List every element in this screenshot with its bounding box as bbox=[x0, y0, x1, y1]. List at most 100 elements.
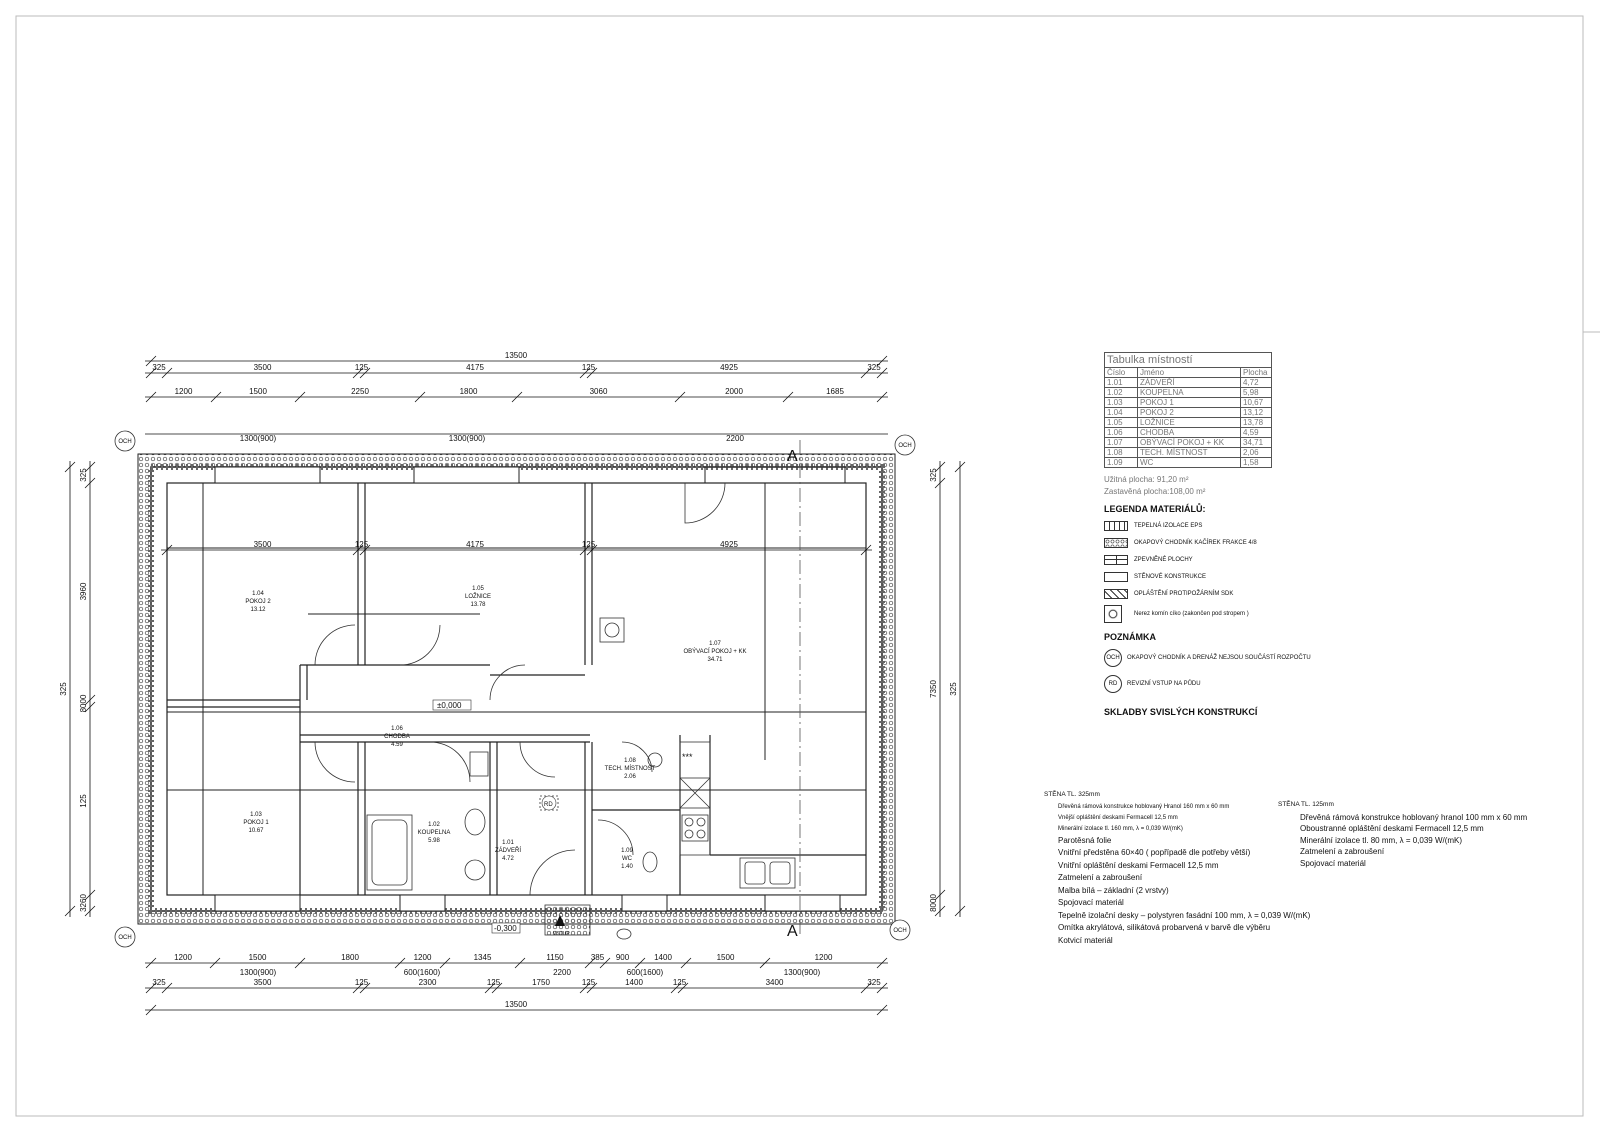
outer-wall bbox=[150, 466, 883, 912]
windows bbox=[214, 466, 846, 912]
room-area-cell: 2,06 bbox=[1240, 447, 1272, 458]
room-number-cell: 1.03 bbox=[1104, 397, 1138, 408]
dimension-label: 125 bbox=[355, 978, 369, 987]
dimension-label: 125 bbox=[673, 978, 687, 987]
dimension-tick bbox=[145, 982, 157, 994]
room-number: 1.03 bbox=[250, 812, 262, 818]
stove bbox=[681, 814, 709, 842]
dimension-tick bbox=[294, 957, 306, 969]
section-mark-top: A bbox=[787, 448, 798, 465]
room-area-cell: 1,58 bbox=[1240, 457, 1272, 468]
window-size-label: 1300(900) bbox=[240, 434, 277, 443]
dimension-tick bbox=[579, 544, 591, 556]
dimension-tick bbox=[934, 889, 946, 901]
dimension-label: 1500 bbox=[717, 953, 735, 962]
materials-legend-title: LEGENDA MATERIÁLŮ: bbox=[1104, 504, 1206, 514]
building bbox=[137, 440, 896, 940]
dimension-tick bbox=[359, 367, 371, 379]
legend-item-label: STĚNOVÉ KONSTRUKCE bbox=[1134, 573, 1207, 580]
room-number: 1.05 bbox=[472, 586, 484, 592]
legend-item-label: OKAPOVÝ CHODNÍK KAČÍREK FRAKCE 4/8 bbox=[1134, 539, 1257, 546]
room-name: CHODBA bbox=[384, 734, 410, 740]
dimension-tick bbox=[294, 391, 306, 403]
col-name: Jméno bbox=[1137, 367, 1241, 378]
rd-marker bbox=[541, 795, 557, 811]
dimension-label: 3260 bbox=[79, 894, 88, 912]
room-number-cell: 1.05 bbox=[1104, 417, 1138, 428]
dimension-label: 2300 bbox=[419, 978, 437, 987]
washbasin bbox=[464, 808, 486, 836]
chimney-swatch bbox=[1104, 605, 1122, 623]
dimension-label: 8000 bbox=[79, 694, 88, 712]
dimension-label: 1800 bbox=[460, 387, 478, 396]
composition-line: Vnitřní opláštění deskami Fermacell 12,5… bbox=[1058, 860, 1219, 870]
composition-line: Vnější opláštění deskami Fermacell 12,5 … bbox=[1058, 814, 1178, 821]
dimension-label: 1400 bbox=[654, 953, 672, 962]
dimension-tick bbox=[876, 355, 888, 367]
room-name-cell: ZÁDVEŘÍ bbox=[1137, 377, 1241, 388]
composition-line: Oboustranné opláštění deskami Fermacell … bbox=[1300, 824, 1484, 833]
room-name-cell: POKOJ 2 bbox=[1137, 407, 1241, 418]
room-name: POKOJ 1 bbox=[243, 820, 269, 826]
dimension-label: 325 bbox=[152, 978, 166, 987]
entry-steps bbox=[544, 904, 591, 936]
dimension-tick bbox=[64, 905, 76, 917]
dimension-label: 325 bbox=[867, 978, 881, 987]
window-size-label: 2200 bbox=[553, 968, 571, 977]
col-area: Plocha bbox=[1240, 367, 1272, 378]
dimension-label: 1400 bbox=[625, 978, 643, 987]
level-box bbox=[432, 699, 472, 711]
room-name-cell: CHODBA bbox=[1137, 427, 1241, 438]
room-name-cell: LOŽNICE bbox=[1137, 417, 1241, 428]
fire-board-swatch bbox=[1104, 588, 1128, 599]
room-name: POKOJ 2 bbox=[245, 599, 271, 605]
dimension-tick bbox=[860, 544, 872, 556]
dimension-label: 13500 bbox=[505, 1000, 528, 1009]
toilet bbox=[642, 851, 658, 873]
dimension-tick bbox=[359, 982, 371, 994]
room-name-cell: TECH. MÍSTNOST bbox=[1137, 447, 1241, 458]
composition-line: Spojovací materiál bbox=[1300, 858, 1366, 868]
dimension-label: 1200 bbox=[414, 953, 432, 962]
och-label: OCH bbox=[898, 443, 911, 449]
dimension-tick bbox=[145, 367, 157, 379]
dimension-label: 1800 bbox=[341, 953, 359, 962]
dimension-label: 125 bbox=[582, 540, 596, 549]
legend-panel: Tabulka místností Číslo Jméno Plocha 1.0… bbox=[1104, 352, 1434, 720]
door-swings bbox=[314, 482, 726, 896]
dimension-label: 1150 bbox=[546, 953, 564, 962]
dimension-tick bbox=[84, 477, 96, 489]
room-area-cell: 4,59 bbox=[1240, 427, 1272, 438]
legend-item: STĚNOVÉ KONSTRUKCE bbox=[1104, 568, 1434, 585]
section-mark-bottom: A bbox=[787, 923, 798, 940]
chimney bbox=[599, 617, 625, 643]
entry-level: -0,300 bbox=[494, 924, 517, 933]
room-number: 1.08 bbox=[624, 758, 636, 764]
dimension-label: 2250 bbox=[351, 387, 369, 396]
dimension-tick bbox=[145, 957, 157, 969]
dimension-tick bbox=[759, 957, 771, 969]
composition-line: Zatmelení a zabroušení bbox=[1058, 873, 1143, 882]
dimension-tick bbox=[934, 905, 946, 917]
dimension-label: 1500 bbox=[249, 953, 267, 962]
room-table: Tabulka místností Číslo Jméno Plocha 1.0… bbox=[1104, 352, 1272, 468]
dimension-label: 2000 bbox=[725, 387, 743, 396]
dimension-tick bbox=[439, 957, 451, 969]
dimension-label: 325 bbox=[152, 363, 166, 372]
interior-walls bbox=[167, 483, 866, 895]
room-area: 2.06 bbox=[624, 774, 636, 780]
dimension-tick bbox=[352, 982, 364, 994]
wall-125-composition: STĚNA TL. 125mm Dřevěná rámová konstrukc… bbox=[1278, 799, 1527, 869]
dimension-label: 125 bbox=[487, 978, 501, 987]
rd-label: RD bbox=[544, 802, 553, 808]
room-area-cell: 5,98 bbox=[1240, 387, 1272, 398]
room-number: 1.06 bbox=[391, 726, 403, 732]
fixtures bbox=[366, 617, 796, 940]
